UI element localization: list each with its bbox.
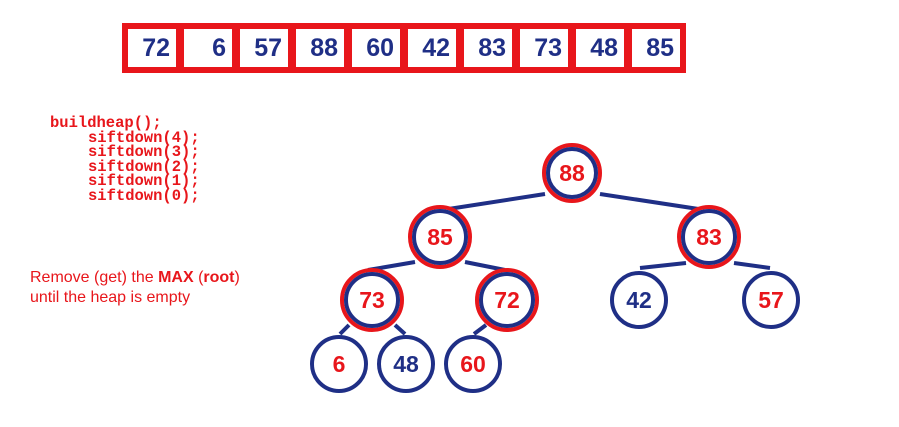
svg-text:72: 72 <box>494 287 520 313</box>
note-bold-max: MAX <box>158 269 194 286</box>
tree-node: 42 <box>610 271 668 329</box>
edge <box>393 323 407 336</box>
array-cell: 60 <box>349 26 403 70</box>
tree-node-root: 88 <box>542 143 602 203</box>
edge <box>441 192 546 212</box>
array-cell: 57 <box>237 26 291 70</box>
tree-node: 73 <box>340 268 404 332</box>
tree-node: 57 <box>742 271 800 329</box>
code-line-siftdown: siftdown(3); <box>88 143 200 161</box>
instruction-note: Remove (get) the MAX (root) until the he… <box>30 268 240 308</box>
svg-text:6: 6 <box>333 351 346 377</box>
array-cell: 88 <box>293 26 347 70</box>
svg-text:48: 48 <box>393 351 419 377</box>
edge <box>464 260 506 272</box>
svg-text:57: 57 <box>758 287 784 313</box>
edge <box>472 323 488 336</box>
array-cell: 83 <box>461 26 515 70</box>
svg-text:88: 88 <box>559 160 585 186</box>
code-snippet: buildheap();siftdown(4);siftdown(3);sift… <box>50 116 200 203</box>
array-cell: 85 <box>629 26 683 70</box>
code-line-siftdown: siftdown(1); <box>88 172 200 190</box>
array-cell: 6 <box>181 26 235 70</box>
code-line-siftdown: siftdown(4); <box>88 128 200 147</box>
tree-node: 60 <box>444 335 502 393</box>
array-cell: 42 <box>405 26 459 70</box>
svg-text:83: 83 <box>696 224 722 250</box>
tree-node: 85 <box>408 205 472 269</box>
svg-text:73: 73 <box>359 287 385 313</box>
edge <box>599 192 706 212</box>
edge <box>338 323 351 336</box>
tree-edges <box>338 192 771 336</box>
svg-text:60: 60 <box>460 351 486 377</box>
edge <box>733 261 771 270</box>
array-cell: 73 <box>517 26 571 70</box>
tree-node: 6 <box>310 335 368 393</box>
tree-node: 72 <box>475 268 539 332</box>
note-text: Remove (get) the <box>30 269 159 286</box>
note-text: ) <box>234 269 240 286</box>
code-line-siftdown: siftdown(2); <box>88 157 200 176</box>
svg-text:42: 42 <box>626 287 652 313</box>
array-cell: 72 <box>125 26 179 70</box>
note-line-2: until the heap is empty <box>30 289 191 306</box>
note-bold-root: root <box>203 269 235 286</box>
svg-text:85: 85 <box>427 224 453 250</box>
heap-array: 72 6 57 88 60 42 83 73 48 85 <box>122 23 686 73</box>
edge <box>639 261 687 270</box>
tree-node: 48 <box>377 335 435 393</box>
code-line-siftdown: siftdown(0); <box>88 186 200 205</box>
note-text: ( <box>193 269 204 286</box>
array-cell: 48 <box>573 26 627 70</box>
note-line-1: Remove (get) the MAX (root) <box>30 268 240 288</box>
code-line-buildheap: buildheap(); <box>50 114 162 132</box>
tree-node: 83 <box>677 205 741 269</box>
